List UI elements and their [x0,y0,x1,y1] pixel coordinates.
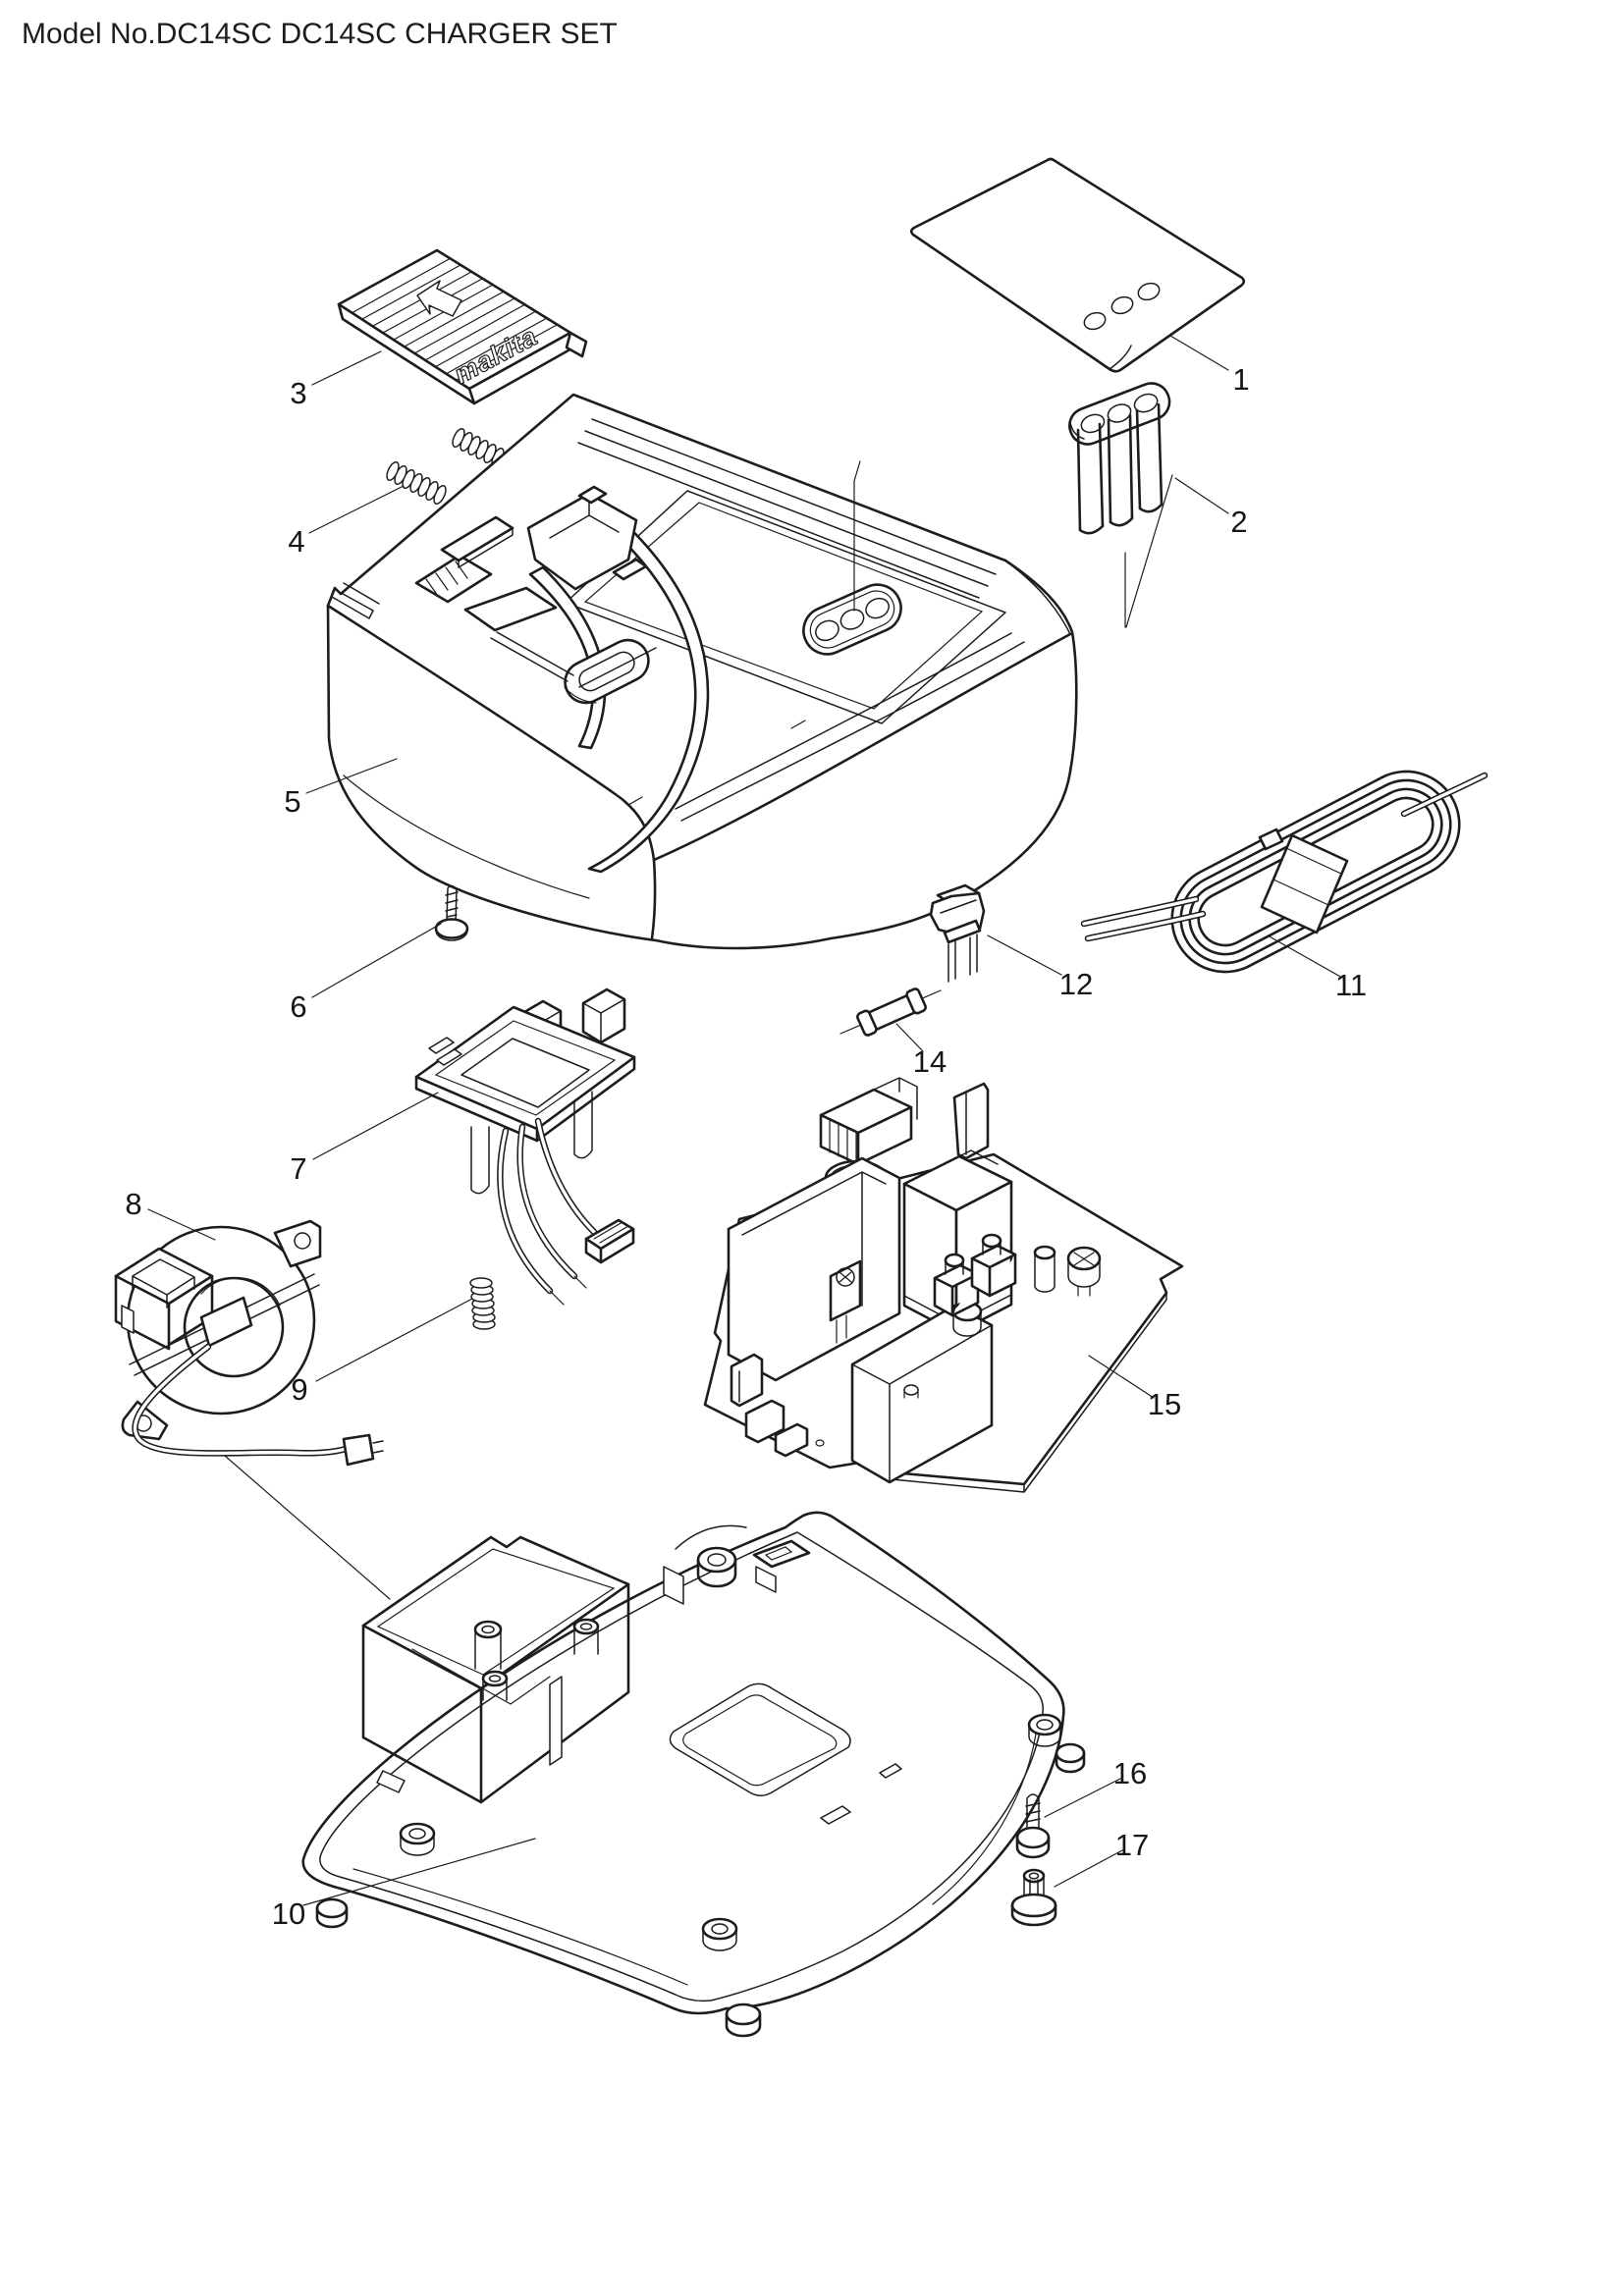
part-label-17: 17 [1115,1828,1149,1862]
part-label-1: 1 [1232,362,1249,397]
part-label-7: 7 [290,1151,306,1186]
part-10-bottom-housing-drawing [301,1511,1086,2038]
part-9-spring-drawing [469,1277,496,1330]
part-3-slide-cover-drawing: makita [337,248,588,405]
part-label-9: 9 [291,1372,307,1407]
part-label-11: 11 [1335,968,1367,1002]
charge-lamp-cluster [802,583,902,656]
part-8-fan-drawing [114,1219,384,1467]
part-1-label-sheet-drawing [909,157,1246,373]
part-label-5: 5 [284,784,300,819]
part-label-3: 3 [290,376,306,410]
part-15-circuit-board-drawing [703,1077,1184,1493]
part-7-terminal-unit-drawing [414,988,636,1306]
part-label-14: 14 [913,1044,947,1079]
part-label-4: 4 [288,524,304,559]
assembly-indicator-lines [224,460,1173,1600]
part-label-12: 12 [1059,967,1093,1001]
part-label-6: 6 [290,989,306,1024]
part-label-10: 10 [272,1896,305,1931]
part-17-foot-drawing [1010,1868,1057,1927]
slide-arrow-icon [416,280,462,317]
part-2-light-guide-drawing [1068,382,1171,535]
part-12-sensor-drawing [929,883,986,983]
leader-lines [147,335,1343,1906]
part-5-top-housing-drawing [326,393,1078,950]
part-14-fuse-drawing [839,988,942,1037]
page-title: Model No.DC14SC DC14SC CHARGER SET [22,18,618,50]
part-16-screw-drawing [1015,1793,1051,1859]
part-11-power-cord-drawing [1080,770,1489,974]
part-label-15: 15 [1148,1387,1181,1421]
part-label-2: 2 [1230,505,1247,539]
part-6-screw-drawing [434,884,469,941]
part-label-16: 16 [1113,1756,1147,1790]
part-label-8: 8 [125,1187,141,1221]
